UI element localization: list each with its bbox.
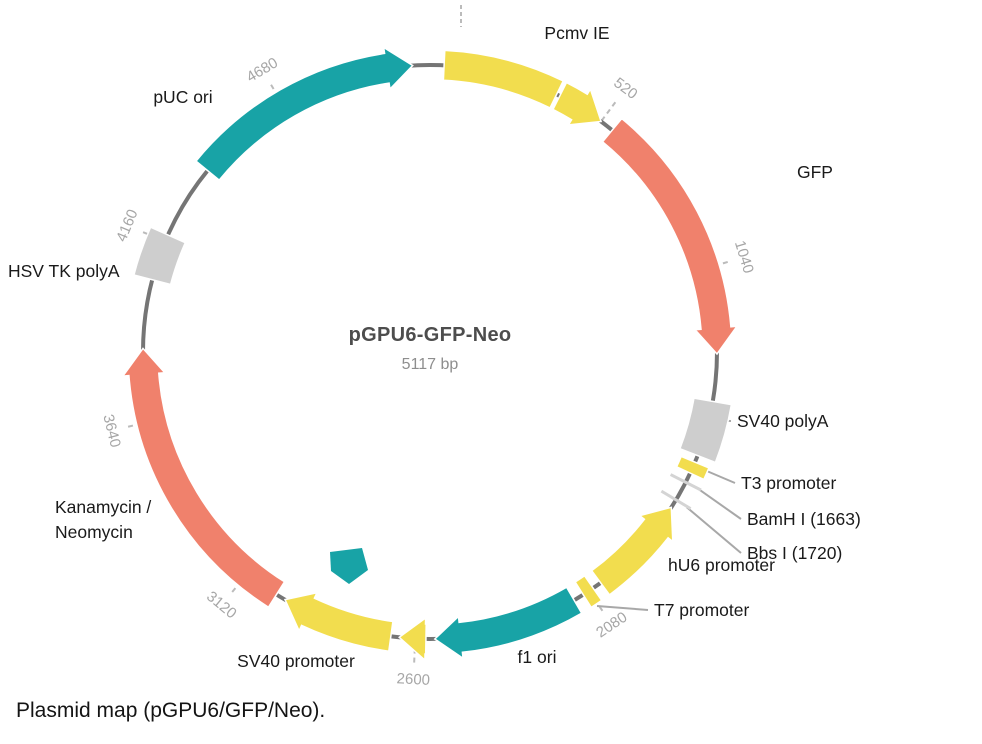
- feature-sv40-promoter: [283, 591, 394, 653]
- feature-f1-ori: [433, 586, 583, 660]
- feature-t7-promoter: [574, 574, 603, 609]
- tick-label-4160: 4160: [113, 207, 142, 244]
- label-bamhi: BamH I (1663): [747, 509, 861, 529]
- feature-puc-ori: [194, 46, 414, 182]
- tick-mark-520: [600, 99, 618, 122]
- feature-hu6-promoter: [590, 506, 674, 596]
- leader-label-t3-promoter: [705, 469, 736, 484]
- label-sv40-promoter: SV40 promoter: [237, 651, 355, 671]
- label-pcmv-ie: Pcmv IE: [544, 23, 609, 43]
- tick-label-3120: 3120: [203, 588, 240, 622]
- feature-t3-promoter: [675, 455, 710, 481]
- label-kan-neo-line-1: Neomycin: [55, 522, 133, 542]
- label-sv40-polya: SV40 polyA: [737, 411, 829, 431]
- site-mark-bamhi: [669, 473, 702, 492]
- label-bbsi: Bbs I (1720): [747, 543, 842, 563]
- tick-label-2600: 2600: [396, 670, 430, 689]
- tick-label-1040: 1040: [731, 239, 757, 276]
- feature-pcmv-ie-b: [551, 81, 603, 126]
- label-hsv-tk-polya: HSV TK polyA: [8, 261, 120, 281]
- figure-caption: Plasmid map (pGPU6/GFP/Neo).: [16, 699, 326, 722]
- inner-pentagon-glyph: [330, 548, 368, 584]
- tick-label-520: 520: [610, 74, 640, 103]
- tick-label-2080: 2080: [593, 609, 630, 642]
- label-gfp: GFP: [797, 162, 833, 182]
- label-f1-ori: f1 ori: [518, 647, 557, 667]
- feature-sv40-polya: [678, 397, 733, 464]
- feature-kan-neo: [121, 347, 286, 609]
- label-kan-neo-line-0: Kanamycin /: [55, 497, 151, 517]
- feature-pcmv-ie-a: [442, 49, 565, 109]
- label-t3-promoter: T3 promoter: [741, 473, 836, 493]
- feature-sv40-promoter-head: [398, 616, 427, 662]
- site-mark-bbsi: [660, 489, 692, 510]
- label-hu6-promoter: hU6 promoter: [668, 555, 775, 575]
- plasmid-title: pGPU6-GFP-Neo: [348, 324, 512, 346]
- plasmid-size: 5117 bp: [401, 356, 459, 373]
- leader-label-bamhi: [696, 487, 742, 520]
- feature-gfp: [601, 117, 739, 356]
- label-puc-ori: pUC ori: [153, 87, 212, 107]
- leader-label-t7-promoter: [596, 605, 649, 611]
- label-t7-promoter: T7 promoter: [654, 600, 749, 620]
- leader-label-bbsi: [686, 506, 742, 554]
- feature-hsv-tk-polya: [132, 226, 187, 286]
- tick-label-3640: 3640: [99, 413, 124, 449]
- tick-label-4680: 4680: [244, 54, 281, 86]
